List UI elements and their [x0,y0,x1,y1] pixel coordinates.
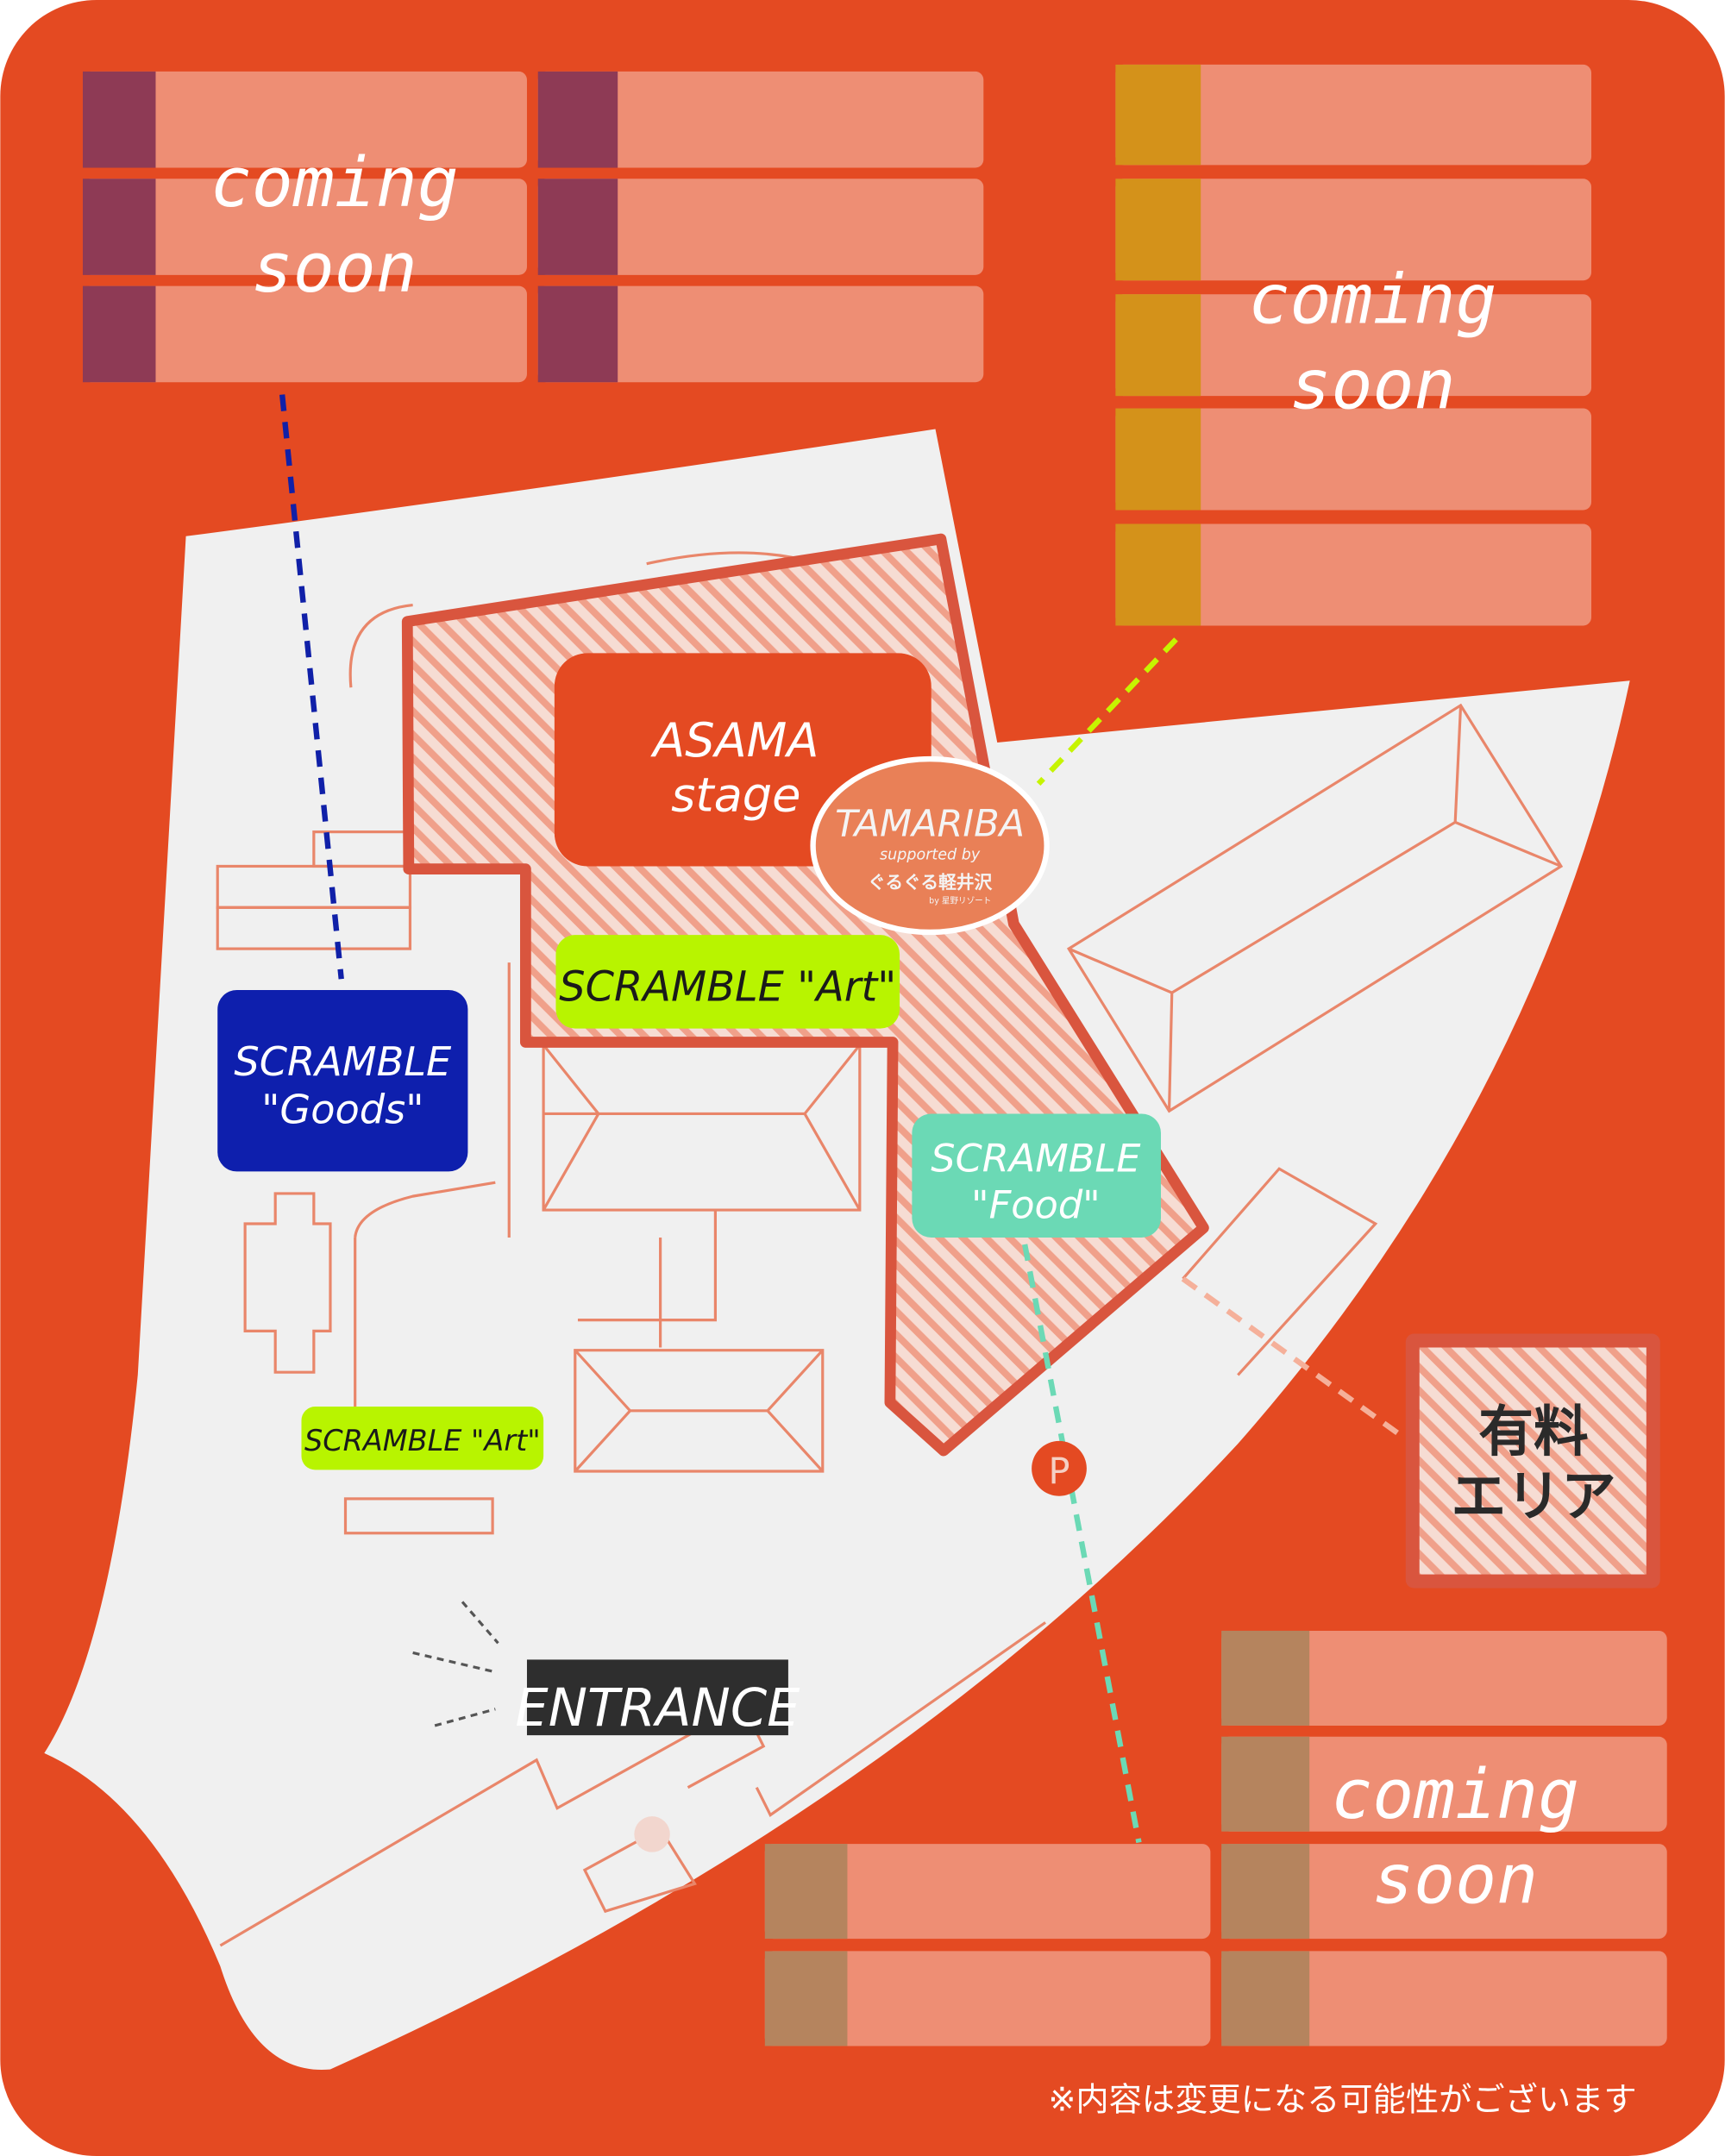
scramble-food-line1: SCRAMBLE [931,1136,1141,1181]
coming-soon-label: soon [1290,345,1456,425]
vendor-slot[interactable] [1115,523,1592,626]
vendor-group-top-left[interactable]: coming soon [82,71,984,383]
footnote: ※内容は変更になる可能性がございます [1048,2080,1636,2119]
leader-line-tamariba [1036,637,1178,787]
legend-label-line1: 有料 [1478,1401,1589,1464]
vendor-slot[interactable] [82,285,527,383]
leader-line-paid-area [1181,1276,1405,1439]
vendor-slot[interactable] [537,179,984,275]
vendor-slot[interactable] [1115,179,1592,281]
vendor-group-bottom-right[interactable]: coming soon [764,1630,1667,2046]
scramble-food-line2: "Food" [971,1183,1101,1228]
vendor-slot[interactable] [1221,1630,1667,1726]
tamariba-badge[interactable]: TAMARIBA supported by ぐるぐる軽井沢 by 星野リゾート [810,755,1050,936]
vendor-slot[interactable] [537,285,984,383]
vendor-slot[interactable] [1221,1736,1667,1832]
vendor-slot[interactable] [1115,408,1592,511]
vendor-slot[interactable] [1221,1951,1667,2046]
landmark-dot [634,1816,670,1852]
coming-soon-label: coming [1249,260,1497,340]
coming-soon-label: coming [210,142,459,222]
sponsor-sub: by 星野リゾート [929,897,991,906]
tamariba-supported-by: supported by [880,846,981,863]
scramble-art-label: SCRAMBLE "Art" [559,964,896,1012]
scramble-art-small[interactable]: SCRAMBLE "Art" [301,1407,544,1470]
asama-stage-subtitle: stage [671,768,800,823]
vendor-slot[interactable] [537,71,984,168]
coming-soon-label: coming [1331,1754,1579,1834]
vendor-slot[interactable] [82,179,527,275]
asama-stage-title: ASAMA [650,713,819,768]
vendor-slot[interactable] [764,1844,1211,1940]
sponsor-logo: ぐるぐる軽井沢 [868,872,992,893]
scramble-food[interactable]: SCRAMBLE "Food" [912,1113,1161,1238]
vendor-group-top-right[interactable]: coming soon [1115,64,1592,626]
coming-soon-label: soon [252,228,417,308]
paid-area-legend: 有料 エリア [1405,1333,1660,1589]
parking-label: P [1048,1451,1070,1492]
scramble-art-main[interactable]: SCRAMBLE "Art" [555,935,900,1029]
entrance-accent-lines [412,1601,499,1727]
scramble-goods-line1: SCRAMBLE [234,1038,452,1085]
vendor-slot[interactable] [1115,64,1592,166]
vendor-slot[interactable] [1115,294,1592,397]
legend-label-line2: エリア [1451,1465,1615,1529]
entrance-label: ENTRANCE [515,1678,800,1739]
building-outlines [216,551,1564,1947]
vendor-slot[interactable] [764,1951,1211,2046]
scramble-goods[interactable]: SCRAMBLE "Goods" [217,989,468,1172]
scramble-goods-line2: "Goods" [261,1087,423,1133]
scramble-art-small-label: SCRAMBLE "Art" [304,1424,541,1457]
leader-line-food [1022,1244,1142,1844]
entrance[interactable]: ENTRANCE [412,1601,801,1739]
vendor-slot[interactable] [82,71,527,168]
parking-marker[interactable]: P [1032,1440,1087,1496]
leader-line-goods [279,394,344,980]
tamariba-title: TAMARIBA [835,802,1025,845]
vendor-slot[interactable] [1221,1844,1667,1940]
coming-soon-label: soon [1372,1839,1538,1920]
